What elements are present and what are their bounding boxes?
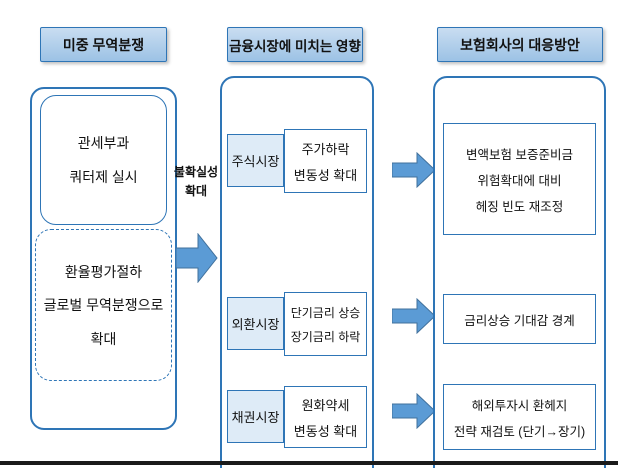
stock-effect-line2: 변동성 확대 — [293, 167, 358, 183]
column2-header: 금융시장에 미치는 영향 — [227, 27, 363, 62]
response3-line1: 해외투자시 환헤지 — [471, 398, 568, 413]
uncertainty-line1: 불확실성 — [173, 165, 219, 179]
response1-line3: 헤징 빈도 재조정 — [475, 199, 564, 214]
flow-arrow-2-icon — [392, 298, 436, 334]
stock-market-effects-box: 주가하락 변동성 확대 — [284, 129, 367, 193]
fx-hedge-response-box: 해외투자시 환헤지 전략 재검토 (단기→장기) — [443, 384, 596, 450]
expansion-line: 확대 — [90, 330, 117, 347]
bond-market-label: 채권시장 — [227, 390, 284, 443]
main-flow-arrow-icon — [176, 233, 218, 283]
column1-header-label: 미중 무역분쟁 — [62, 36, 145, 53]
response1-line2: 위험확대에 대비 — [477, 173, 562, 188]
stock-market-label-text: 주식시장 — [231, 154, 280, 169]
tariff-line: 관세부과 — [77, 134, 130, 151]
fx-devaluation-box: 환율평가절하 글로벌 무역분쟁으로 확대 — [35, 229, 172, 381]
stock-effect-line1: 주가하락 — [301, 141, 350, 157]
fx-market-label-text: 외환시장 — [231, 317, 280, 332]
bond-effect-line2: 변동성 확대 — [293, 423, 358, 439]
bond-market-label-text: 채권시장 — [231, 410, 280, 425]
rate-rise-response-box: 금리상승 기대감 경계 — [443, 294, 596, 344]
stock-market-label: 주식시장 — [227, 134, 284, 187]
response1-line1: 변액보험 보증준비금 — [466, 147, 573, 162]
fx-devaluation-line: 환율평가절하 — [64, 263, 143, 280]
quota-line: 쿼터제 실시 — [69, 169, 138, 186]
uncertainty-label: 불확실성 확대 — [172, 163, 220, 201]
global-dispute-line: 글로벌 무역분쟁으로 — [43, 297, 164, 313]
bond-market-effects-box: 원화약세 변동성 확대 — [284, 386, 367, 448]
tariff-quota-box: 관세부과 쿼터제 실시 — [40, 95, 167, 225]
flow-arrow-3-icon — [392, 393, 436, 429]
variable-insurance-response-box: 변액보험 보증준비금 위험확대에 대비 헤징 빈도 재조정 — [443, 123, 596, 235]
slide-bottom-border — [0, 461, 618, 465]
fx-effect-line1: 단기금리 상승 — [290, 305, 361, 320]
fx-market-label: 외환시장 — [227, 297, 284, 350]
column3-header-label: 보험회사의 대응방안 — [460, 36, 580, 53]
column2-header-label: 금융시장에 미치는 영향 — [229, 38, 361, 54]
response2-line1: 금리상승 기대감 경계 — [464, 313, 575, 328]
column1-header: 미중 무역분쟁 — [40, 27, 167, 62]
bond-effect-line1: 원화약세 — [301, 397, 350, 413]
flow-arrow-1-icon — [392, 152, 436, 188]
fx-effect-line2: 장기금리 하락 — [290, 329, 361, 344]
fx-market-effects-box: 단기금리 상승 장기금리 하락 — [284, 292, 367, 356]
column3-header: 보험회사의 대응방안 — [437, 27, 603, 62]
response3-line2: 전략 재검토 (단기→장기) — [453, 424, 586, 439]
uncertainty-line2: 확대 — [184, 184, 208, 199]
